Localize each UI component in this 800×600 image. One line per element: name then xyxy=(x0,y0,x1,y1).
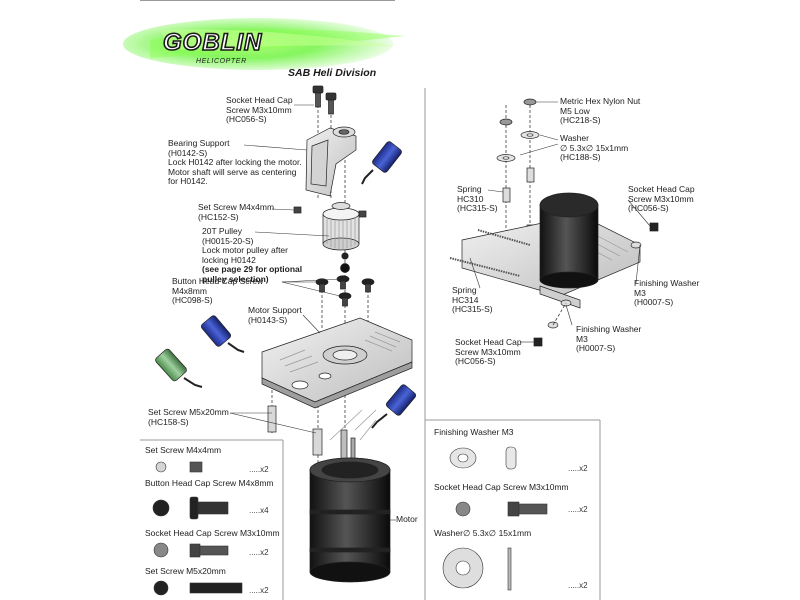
parts-left-name-2: Socket Head Cap Screw M3x10mm xyxy=(145,528,280,538)
division-title: SAB Heli Division xyxy=(288,67,376,79)
label-screw-right: Socket Head Cap Screw M3x10mm (HC056-S) xyxy=(628,184,695,214)
label-motor-support: Motor Support (H0143-S) xyxy=(248,305,302,325)
label-button-screw: Button Head Cap Screw M4x8mm (HC098-S) xyxy=(172,276,264,306)
threadlock-bottle-top xyxy=(361,141,402,185)
label-set-screw-m4: Set Screw M4x4mm (HC152-S) xyxy=(198,202,275,222)
parts-left-name-3: Set Screw M5x20mm xyxy=(145,566,226,576)
parts-left-name-1: Button Head Cap Screw M4x8mm xyxy=(145,478,274,488)
label-screw-top: Socket Head Cap Screw M3x10mm (HC056-S) xyxy=(226,95,293,125)
goblin-logo: GOBLIN HELICOPTER xyxy=(123,18,405,70)
parts-left-count-0: .....x2 xyxy=(249,465,269,474)
parts-left-count-3: .....x2 xyxy=(249,586,269,595)
parts-left-icons xyxy=(152,461,243,596)
label-spring-314: Spring HC314 (HC315-S) xyxy=(452,285,493,315)
label-spring-310: Spring HC310 (HC315-S) xyxy=(457,184,498,214)
label-finishing-washer-1: Finishing Washer M3 (H0007-S) xyxy=(634,278,700,308)
motor-support-part xyxy=(261,317,413,409)
label-washer: Washer ∅ 5.3x∅ 15x1mm (HC188-S) xyxy=(560,133,629,163)
parts-right-name-0: Finishing Washer M3 xyxy=(434,427,514,437)
pulley-part xyxy=(322,202,360,251)
label-screw-bottom: Socket Head Cap Screw M3x10mm (HC056-S) xyxy=(455,337,522,367)
parts-right-count-0: .....x2 xyxy=(568,464,588,473)
label-bearing-support: Bearing Support (H0142-S) Lock H0142 aft… xyxy=(168,138,302,187)
label-set-screw-m5: Set Screw M5x20mm (HC158-S) xyxy=(148,407,229,427)
threadlock-bottle-green xyxy=(155,348,203,388)
right-motor-part xyxy=(539,192,599,289)
label-finishing-washer-2: Finishing Washer M3 (H0007-S) xyxy=(576,324,642,354)
parts-left-name-0: Set Screw M4x4mm xyxy=(145,445,222,455)
parts-right-count-2: .....x2 xyxy=(568,581,588,590)
parts-left-count-1: .....x4 xyxy=(249,506,269,515)
label-nut: Metric Hex Nylon Nut M5 Low (HC218-S) xyxy=(560,96,641,126)
left-assembly-drawing xyxy=(155,85,417,583)
bearing-support-part xyxy=(305,126,357,197)
parts-right-count-1: .....x2 xyxy=(568,505,588,514)
right-assembly-drawing xyxy=(449,98,659,347)
label-pulley: 20T Pulley (H0015-20-S) Lock motor pulle… xyxy=(202,226,303,284)
screw-top-left xyxy=(312,85,324,108)
button-screws xyxy=(315,275,375,307)
parts-right-name-2: Washer∅ 5.3x∅ 15x1mm xyxy=(434,528,532,538)
motor-part xyxy=(309,409,391,583)
parts-right-name-1: Socket Head Cap Screw M3x10mm xyxy=(434,482,569,492)
threadlock-bottle-bottom xyxy=(371,384,417,429)
parts-right-icons xyxy=(442,446,548,591)
screw-top-right xyxy=(325,92,337,115)
left-leader-lines xyxy=(229,104,396,521)
logo-sub-text: HELICOPTER xyxy=(196,58,247,65)
label-motor: Motor xyxy=(396,514,418,524)
parts-left-count-2: .....x2 xyxy=(249,548,269,557)
threadlock-bottle-mid xyxy=(200,315,245,353)
logo-text: GOBLIN xyxy=(163,29,262,56)
